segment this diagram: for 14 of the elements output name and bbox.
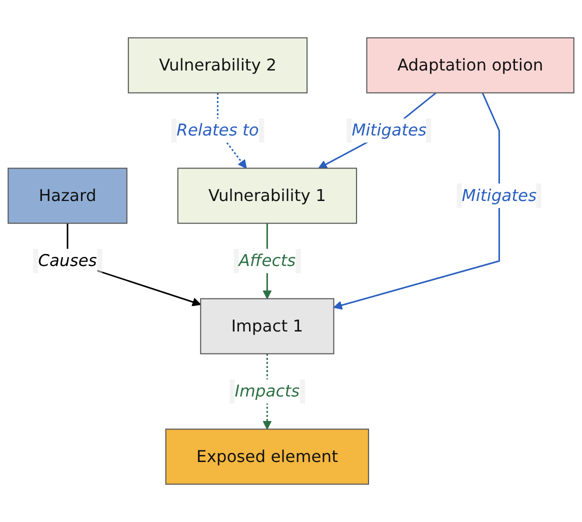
edge-label: Relates to: [176, 120, 259, 140]
node-box: Adaptation option: [366, 37, 574, 94]
arrow: [333, 92, 500, 310]
node-box: Vulnerability 1: [177, 168, 358, 224]
edge-label: Mitigates: [352, 120, 426, 140]
edge-label: Impacts: [234, 381, 300, 401]
edge-label: Causes: [38, 250, 97, 270]
node-box: Impact 1: [200, 298, 334, 354]
node-box: Exposed element: [165, 428, 370, 485]
node-box: Vulnerability 2: [128, 37, 308, 94]
edge-label: Affects: [238, 250, 296, 270]
node-box: Hazard: [8, 168, 128, 224]
edge-label: Mitigates: [462, 186, 537, 205]
arrow: [318, 92, 437, 169]
